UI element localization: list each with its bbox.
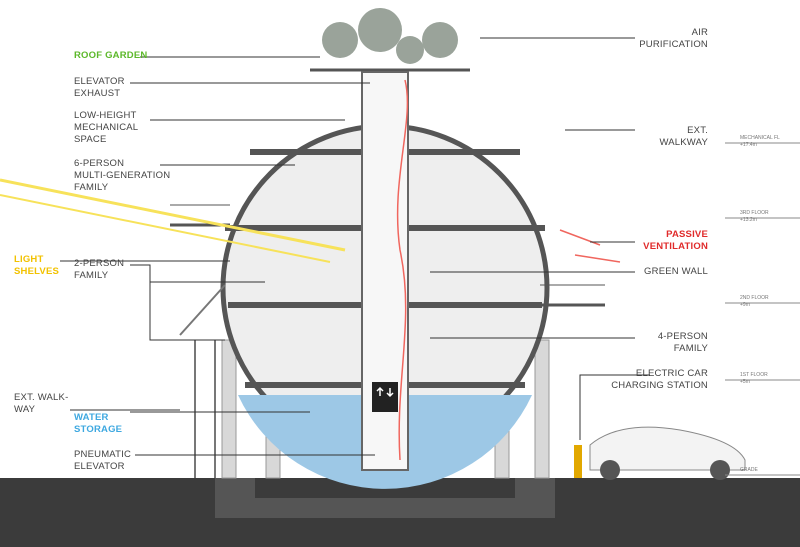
level-name: 2ND FLOOR: [740, 295, 769, 301]
label-ext-walkway-left: EXT. WALK-WAY: [14, 392, 68, 416]
level-elevation: +9m: [740, 302, 750, 308]
label-green-wall: GREEN WALL: [644, 266, 708, 277]
exterior-stair: [179, 284, 226, 478]
label-line: MULTI-GENERATION: [74, 170, 171, 181]
level-name: 1ST FLOOR: [740, 372, 768, 378]
level-elevation: +13.2m: [740, 217, 757, 223]
label-line: FAMILY: [74, 270, 109, 281]
charging-station: [574, 445, 582, 478]
label-line: WALKWAY: [659, 137, 708, 148]
foundation: [215, 478, 555, 518]
level-elevation: +17.4m: [740, 142, 757, 148]
label-line: EXT. WALK-: [14, 392, 69, 403]
label-line: AIR: [691, 27, 708, 38]
label-line: ELECTRIC CAR: [635, 368, 708, 379]
light-ray: [0, 178, 346, 252]
level-2nd-floor: 2ND FLOOR+9m: [740, 295, 769, 309]
level-name: GRADE: [740, 467, 758, 473]
label-line: MECHANICAL: [74, 122, 139, 133]
label-line: CHARGING STATION: [611, 380, 708, 391]
label-line: STORAGE: [74, 424, 123, 435]
level-grade: GRADE: [740, 467, 758, 474]
level-3rd-floor: 3RD FLOOR+13.2m: [740, 210, 769, 224]
leader-lines: [60, 37, 650, 456]
label-line: LOW-HEIGHT: [74, 110, 137, 121]
elevator-icon: [372, 382, 398, 412]
level-mechanical: MECHANICAL FL+17.4m: [740, 135, 780, 149]
balconies: [170, 68, 605, 307]
roof-trees: [322, 8, 458, 64]
label-line: FAMILY: [673, 343, 708, 354]
level-name: 3RD FLOOR: [740, 210, 769, 216]
label-line: FAMILY: [74, 182, 109, 193]
label-roof-garden: ROOF GARDEN: [74, 50, 148, 61]
label-line: 6-PERSON: [74, 158, 125, 169]
ventilation-airflow: [396, 79, 409, 461]
electric-car: [589, 426, 746, 471]
label-line: PNEUMATIC: [74, 449, 132, 460]
label-line: WATER: [74, 412, 109, 423]
label-line: EXHAUST: [74, 88, 121, 99]
label-line: SHELVES: [14, 266, 60, 277]
label-line: ELEVATOR: [74, 461, 125, 472]
label-line: PASSIVE: [666, 229, 708, 240]
label-line: 2-PERSON: [74, 258, 125, 269]
level-1st-floor: 1ST FLOOR+5m: [740, 372, 768, 386]
label-line: EXT.: [687, 125, 708, 136]
level-name: MECHANICAL FL: [740, 135, 780, 141]
level-lines: [725, 142, 800, 476]
label-ext-walkway-right: EXT.WALKWAY: [600, 125, 708, 149]
label-line: PURIFICATION: [639, 39, 708, 50]
label-line: LIGHT: [14, 254, 44, 265]
label-line: WAY: [14, 404, 36, 415]
label-line: ELEVATOR: [74, 76, 125, 87]
label-line: SPACE: [74, 134, 107, 145]
level-elevation: +5m: [740, 379, 750, 385]
label-line: 4-PERSON: [657, 331, 708, 342]
label-line: VENTILATION: [643, 241, 708, 252]
